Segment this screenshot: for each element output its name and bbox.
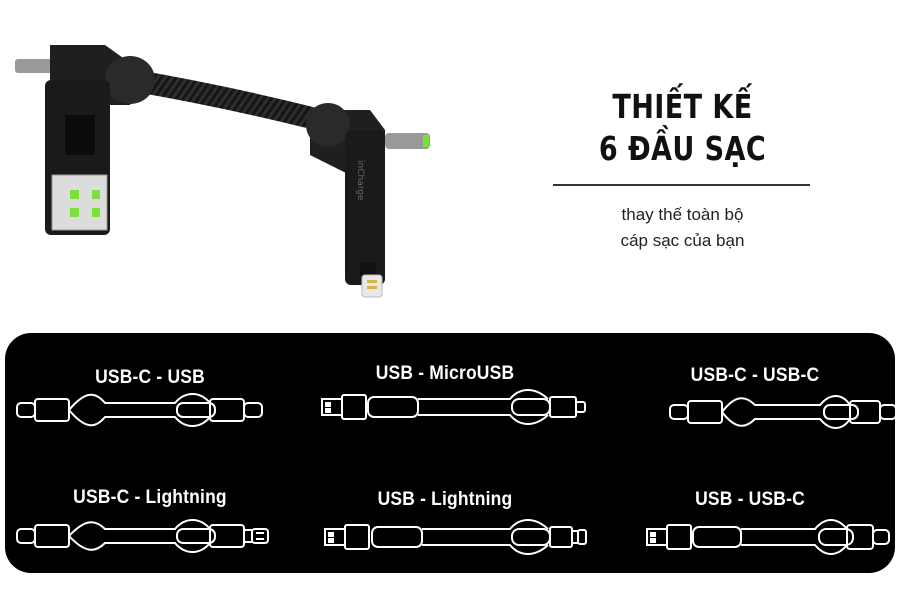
cable-variant-2: USB - MicroUSB: [300, 359, 590, 469]
usb-c-metal-left: [15, 59, 55, 73]
cable-variant-3: USB-C - USB-C: [610, 361, 900, 471]
cable-variants-panel: USB-C - USB USB - MicroUSB: [5, 333, 897, 573]
usb-c-usb-c-cable-icon: [16, 393, 263, 427]
cable-label: USB-C - USB: [95, 367, 205, 388]
cable-variant-4: USB-C - Lightning: [5, 483, 295, 593]
title-divider: [553, 184, 810, 186]
cable-label: USB - USB-C: [695, 489, 805, 510]
cable-variant-1: USB-C - USB: [5, 363, 295, 473]
subtitle-line-1: thay thế toàn bộ: [621, 205, 744, 224]
cable-label: USB - Lightning: [377, 489, 513, 510]
usb-a-usb-c-cable-icon: [646, 519, 890, 555]
usb-c-usb-c-cable-icon: [669, 395, 897, 429]
cable-label: USB-C - Lightning: [73, 487, 227, 508]
green-contact-icon: [70, 208, 79, 217]
cable-label: USB-C - USB-C: [690, 365, 820, 386]
hero-section: inCharge THIẾT KẾ 6 ĐẦU SẠC thay thế toà…: [15, 45, 810, 298]
cable-variant-6: USB - USB-C: [605, 485, 895, 595]
page-title-line-1: THIẾT KẾ: [612, 87, 753, 126]
green-contact-icon: [70, 190, 79, 199]
brand-text: inCharge: [355, 160, 365, 201]
usb-c-lightning-cable-icon: [16, 519, 269, 553]
usb-a-micro-usb-cable-icon: [321, 389, 586, 425]
cable-variant-5: USB - Lightning: [300, 485, 590, 595]
cable-label: USB - MicroUSB: [375, 363, 515, 384]
page-title-line-2: 6 ĐẦU SẠC: [598, 129, 767, 168]
usb-a-lightning-cable-icon: [324, 519, 587, 555]
product-photo: inCharge: [15, 45, 430, 298]
subtitle-line-2: cáp sạc của bạn: [620, 231, 745, 250]
